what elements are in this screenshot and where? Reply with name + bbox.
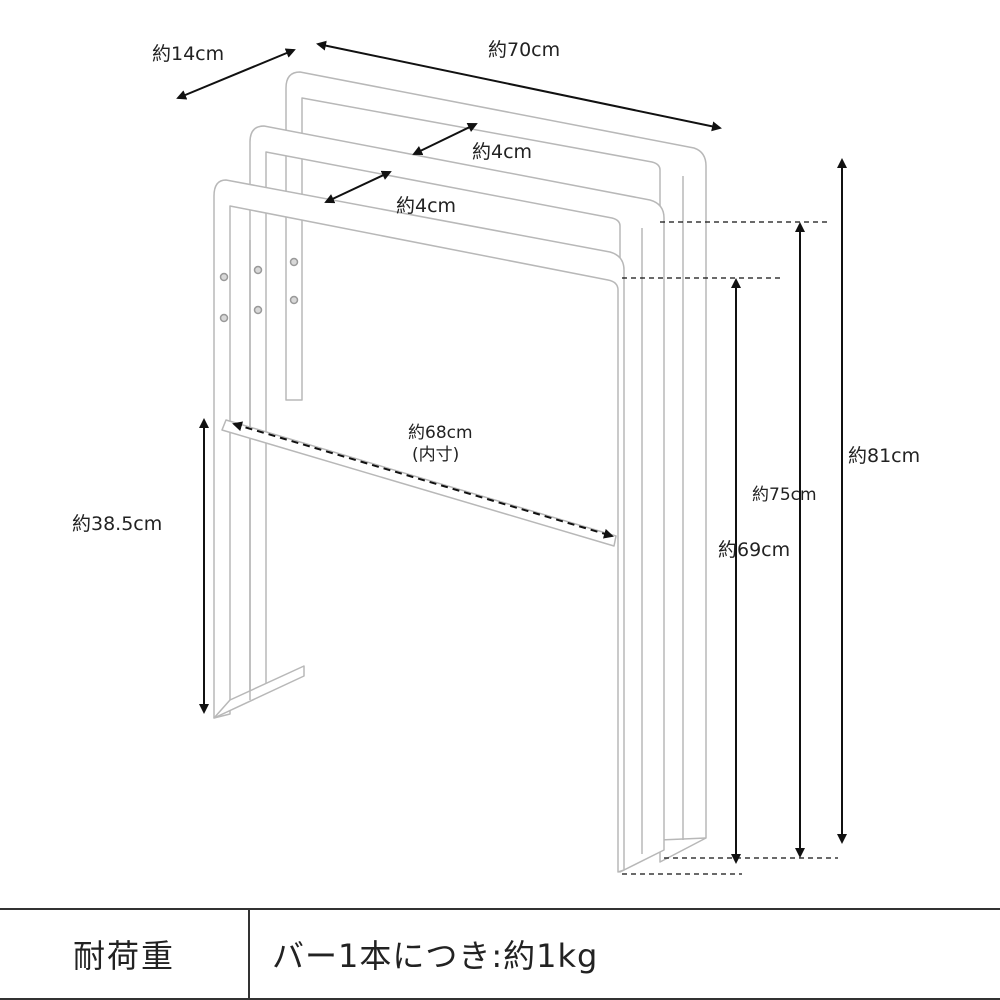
load-capacity-value: バー1本につき:約1kg xyxy=(272,937,599,975)
height-back-label: 約81cm xyxy=(848,445,920,467)
height-middle-label: 約75cm xyxy=(752,485,817,505)
inner-width-label: 約68cm xyxy=(408,423,473,443)
reference-lines xyxy=(622,221,838,875)
screw-details xyxy=(219,257,299,323)
load-capacity-table: 耐荷重 バー1本につき:約1kg xyxy=(0,908,1000,1000)
height-front-label: 約69cm xyxy=(718,539,790,561)
gap-middle-label: 約4cm xyxy=(396,195,456,217)
dimension-lines xyxy=(176,40,847,864)
towel-rack-dimension-diagram: 約14cm 約70cm 約4cm 約4cm 約68cm (内寸) 約38.5cm… xyxy=(72,39,920,875)
gap-top-arrow xyxy=(412,122,478,156)
width-label: 約70cm xyxy=(488,39,560,61)
depth-label: 約14cm xyxy=(152,43,224,65)
gap-middle-arrow xyxy=(324,170,392,204)
inner-width-arrow xyxy=(232,421,614,539)
towel-rack-illustration xyxy=(213,71,707,873)
bottom-bar-height-label: 約38.5cm xyxy=(72,513,162,535)
load-capacity-label: 耐荷重 xyxy=(0,910,250,998)
width-arrow xyxy=(316,40,722,132)
inner-width-note: (内寸) xyxy=(412,445,459,465)
gap-top-label: 約4cm xyxy=(472,141,532,163)
depth-arrow xyxy=(176,48,296,100)
